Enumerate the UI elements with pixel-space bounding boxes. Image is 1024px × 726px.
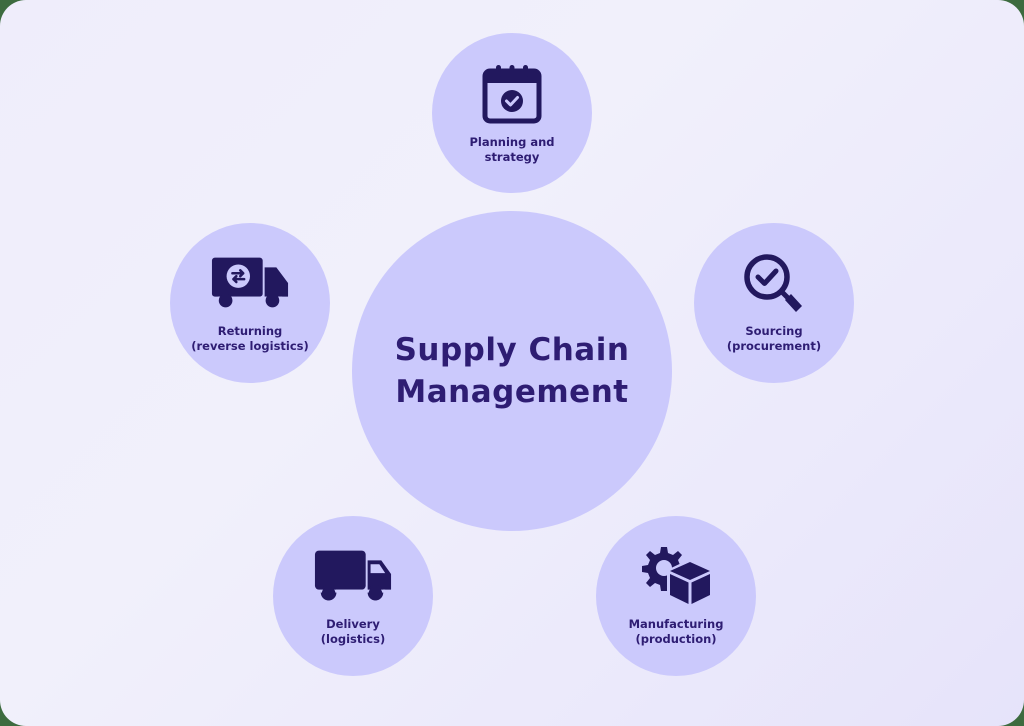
gear-box-icon: [636, 545, 716, 607]
node-label-line-1: Manufacturing: [628, 617, 724, 631]
truck-icon: [313, 545, 393, 607]
node-label-line-1: Planning and: [469, 135, 555, 149]
node-delivery: Delivery (logistics): [273, 516, 433, 676]
calendar-check-icon: [472, 63, 552, 125]
center-node: Supply Chain Management: [352, 211, 672, 531]
node-label-line-2: (reverse logistics): [191, 339, 309, 353]
node-label-line-1: Sourcing: [745, 324, 803, 338]
magnifier-check-icon: [734, 252, 814, 314]
center-title-line-1: Supply Chain: [394, 332, 630, 368]
node-returning: Returning (reverse logistics): [170, 223, 330, 383]
node-manufacturing: Manufacturing (production): [596, 516, 756, 676]
node-label-line-1: Delivery: [326, 617, 380, 631]
center-title-line-2: Management: [395, 374, 629, 410]
node-label-line-2: (production): [635, 632, 717, 646]
node-label-line-1: Returning: [217, 324, 283, 338]
node-label-line-2: (logistics): [320, 632, 386, 646]
node-label-line-2: strategy: [484, 150, 540, 164]
node-sourcing: Sourcing (procurement): [694, 223, 854, 383]
node-label-line-2: (procurement): [726, 339, 822, 353]
truck-return-icon: [210, 252, 290, 314]
node-planning: Planning and strategy: [432, 33, 592, 193]
